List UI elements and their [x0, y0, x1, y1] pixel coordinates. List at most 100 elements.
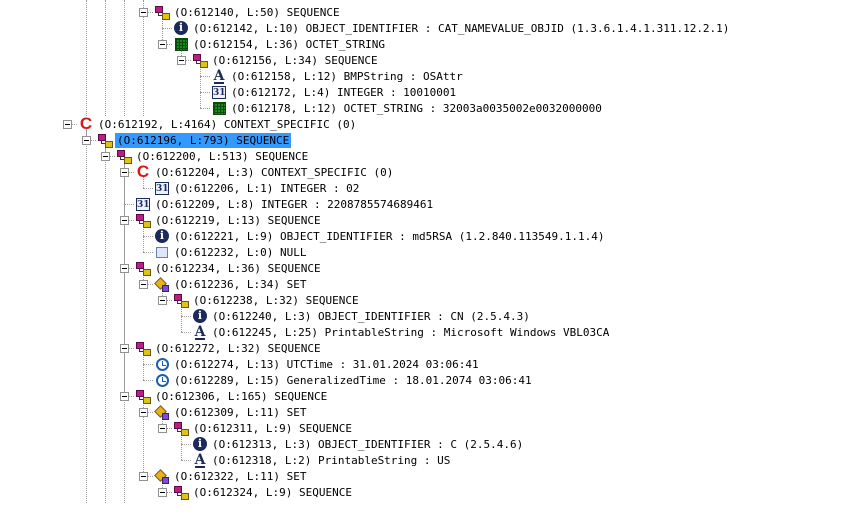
tree-node[interactable]: (O:612140, L:50) SEQUENCE	[154, 4, 342, 20]
tree-node-label: (O:612178, L:12) OCTET_STRING : 32003a00…	[231, 101, 602, 115]
collapse-toggle[interactable]	[101, 152, 110, 161]
tree-node-label: (O:612234, L:36) SEQUENCE	[155, 261, 321, 275]
sequence-icon	[154, 4, 170, 20]
tree-node[interactable]: C(O:612192, L:4164) CONTEXT_SPECIFIC (0)	[78, 115, 358, 132]
tree-node-label: (O:612140, L:50) SEQUENCE	[174, 5, 340, 19]
tree-node-label: (O:612272, L:32) SEQUENCE	[155, 341, 321, 355]
tree-node[interactable]: i(O:612240, L:3) OBJECT_IDENTIFIER : CN …	[192, 308, 532, 324]
sequence-icon	[173, 484, 189, 500]
collapse-toggle[interactable]	[139, 8, 148, 17]
time-icon	[154, 356, 170, 372]
tree-connector	[162, 300, 172, 301]
tree-connector	[162, 492, 172, 493]
tree-node-label: (O:612206, L:1) INTEGER : 02	[174, 181, 360, 195]
tree-node[interactable]: 31(O:612209, L:8) INTEGER : 220878557468…	[135, 196, 435, 212]
tree-node-label: (O:612192, L:4164) CONTEXT_SPECIFIC (0)	[98, 117, 357, 131]
collapse-toggle[interactable]	[120, 216, 129, 225]
string-icon: A	[194, 452, 206, 468]
tree-node[interactable]: (O:612196, L:793) SEQUENCE	[97, 132, 292, 148]
tree-guide-line	[86, 0, 87, 116]
tree-connector	[67, 124, 77, 125]
tree-node-label: (O:612209, L:8) INTEGER : 22087855746894…	[155, 197, 434, 211]
tree-node-label: (O:612204, L:3) CONTEXT_SPECIFIC (0)	[155, 165, 394, 179]
tree-guide-line	[105, 0, 106, 116]
tree-node[interactable]: A(O:612245, L:25) PrintableString : Micr…	[192, 324, 611, 340]
set-icon	[154, 404, 170, 420]
sequence-icon	[135, 340, 151, 356]
tree-node[interactable]: (O:612322, L:11) SET	[154, 468, 308, 484]
integer-icon: 31	[155, 181, 169, 195]
tree-node-label: (O:612196, L:793) SEQUENCE	[115, 132, 292, 148]
octet-icon	[173, 36, 189, 52]
tree-node[interactable]: (O:612234, L:36) SEQUENCE	[135, 260, 323, 276]
collapse-toggle[interactable]	[120, 264, 129, 273]
tree-node-label: (O:612309, L:11) SET	[174, 405, 307, 419]
tree-connector	[143, 284, 153, 285]
sequence-icon	[135, 212, 151, 228]
tree-guide-line	[105, 144, 106, 503]
tree-connector	[143, 188, 153, 189]
tree-node-label: (O:612322, L:11) SET	[174, 469, 307, 483]
tree-node[interactable]: (O:612178, L:12) OCTET_STRING : 32003a00…	[211, 100, 604, 116]
collapse-toggle[interactable]	[139, 472, 148, 481]
tree-connector	[200, 108, 210, 109]
collapse-toggle[interactable]	[120, 344, 129, 353]
tree-node[interactable]: 31 (O:612206, L:1) INTEGER : 02	[154, 180, 361, 196]
tree-node[interactable]: (O:612324, L:9) SEQUENCE	[173, 484, 354, 500]
collapse-toggle[interactable]	[82, 136, 91, 145]
tree-node-label: (O:612154, L:36) OCTET_STRING	[193, 37, 386, 51]
tree-node[interactable]: (O:612154, L:36) OCTET_STRING	[173, 36, 387, 52]
tree-node[interactable]: (O:612156, L:34) SEQUENCE	[192, 52, 380, 68]
tree-node[interactable]: i(O:612313, L:3) OBJECT_IDENTIFIER : C (…	[192, 436, 525, 452]
tree-footer-area	[0, 503, 843, 531]
tree-node[interactable]: (O:612232, L:0) NULL	[154, 244, 308, 260]
tree-node[interactable]: (O:612200, L:513) SEQUENCE	[116, 148, 310, 164]
collapse-toggle[interactable]	[120, 392, 129, 401]
tree-node[interactable]: (O:612306, L:165) SEQUENCE	[135, 388, 329, 404]
tree-node-label: (O:612313, L:3) OBJECT_IDENTIFIER : C (2…	[212, 437, 524, 451]
collapse-toggle[interactable]	[158, 40, 167, 49]
tree-node[interactable]: C(O:612204, L:3) CONTEXT_SPECIFIC (0)	[135, 163, 395, 180]
tree-guide-line	[162, 288, 163, 300]
tree-node[interactable]: (O:612238, L:32) SEQUENCE	[173, 292, 361, 308]
octet-icon	[211, 100, 227, 116]
collapse-toggle[interactable]	[120, 168, 129, 177]
tree-node-label: (O:612142, L:10) OBJECT_IDENTIFIER : CAT…	[193, 21, 730, 35]
tree-guide-line	[181, 48, 182, 60]
tree-node[interactable]: A (O:612318, L:2) PrintableString : US	[192, 452, 452, 468]
tree-connector	[181, 460, 191, 461]
collapse-toggle[interactable]	[63, 120, 72, 129]
tree-node[interactable]: (O:612236, L:34) SET	[154, 276, 308, 292]
tree-node[interactable]: A(O:612158, L:12) BMPString : OSAttr	[211, 68, 465, 84]
string-icon: A	[213, 68, 225, 84]
tree-guide-line	[162, 416, 163, 428]
tree-connector	[124, 204, 134, 205]
collapse-toggle[interactable]	[158, 296, 167, 305]
info-icon: i	[173, 20, 189, 36]
tree-node-label: (O:612274, L:13) UTCTime : 31.01.2024 03…	[174, 357, 479, 371]
tree-connector	[143, 252, 153, 253]
tree-connector	[200, 92, 210, 93]
tree-node[interactable]: (O:612289, L:15) GeneralizedTime : 18.01…	[154, 372, 534, 388]
tree-node-label: (O:612318, L:2) PrintableString : US	[212, 453, 451, 467]
tree-node[interactable]: (O:612309, L:11) SET	[154, 404, 308, 420]
tree-node-label: (O:612289, L:15) GeneralizedTime : 18.01…	[174, 373, 532, 387]
tree-guide-line	[124, 160, 125, 503]
collapse-toggle[interactable]	[158, 424, 167, 433]
tree-node[interactable]: i (O:612142, L:10) OBJECT_IDENTIFIER : CA…	[173, 20, 731, 36]
tree-node[interactable]: i(O:612221, L:9) OBJECT_IDENTIFIER : md5…	[154, 228, 606, 244]
tree-node[interactable]: (O:612272, L:32) SEQUENCE	[135, 340, 323, 356]
collapse-toggle[interactable]	[158, 488, 167, 497]
tree-node-label: (O:612156, L:34) SEQUENCE	[212, 53, 378, 67]
collapse-toggle[interactable]	[177, 56, 186, 65]
collapse-toggle[interactable]	[139, 280, 148, 289]
tree-guide-line	[181, 432, 182, 460]
tree-connector	[143, 412, 153, 413]
tree-guide-line	[181, 304, 182, 332]
collapse-toggle[interactable]	[139, 408, 148, 417]
tree-node[interactable]: 31(O:612172, L:4) INTEGER : 10010001	[211, 84, 458, 100]
tree-node[interactable]: (O:612311, L:9) SEQUENCE	[173, 420, 354, 436]
tree-node[interactable]: (O:612219, L:13) SEQUENCE	[135, 212, 323, 228]
tree-node[interactable]: (O:612274, L:13) UTCTime : 31.01.2024 03…	[154, 356, 481, 372]
